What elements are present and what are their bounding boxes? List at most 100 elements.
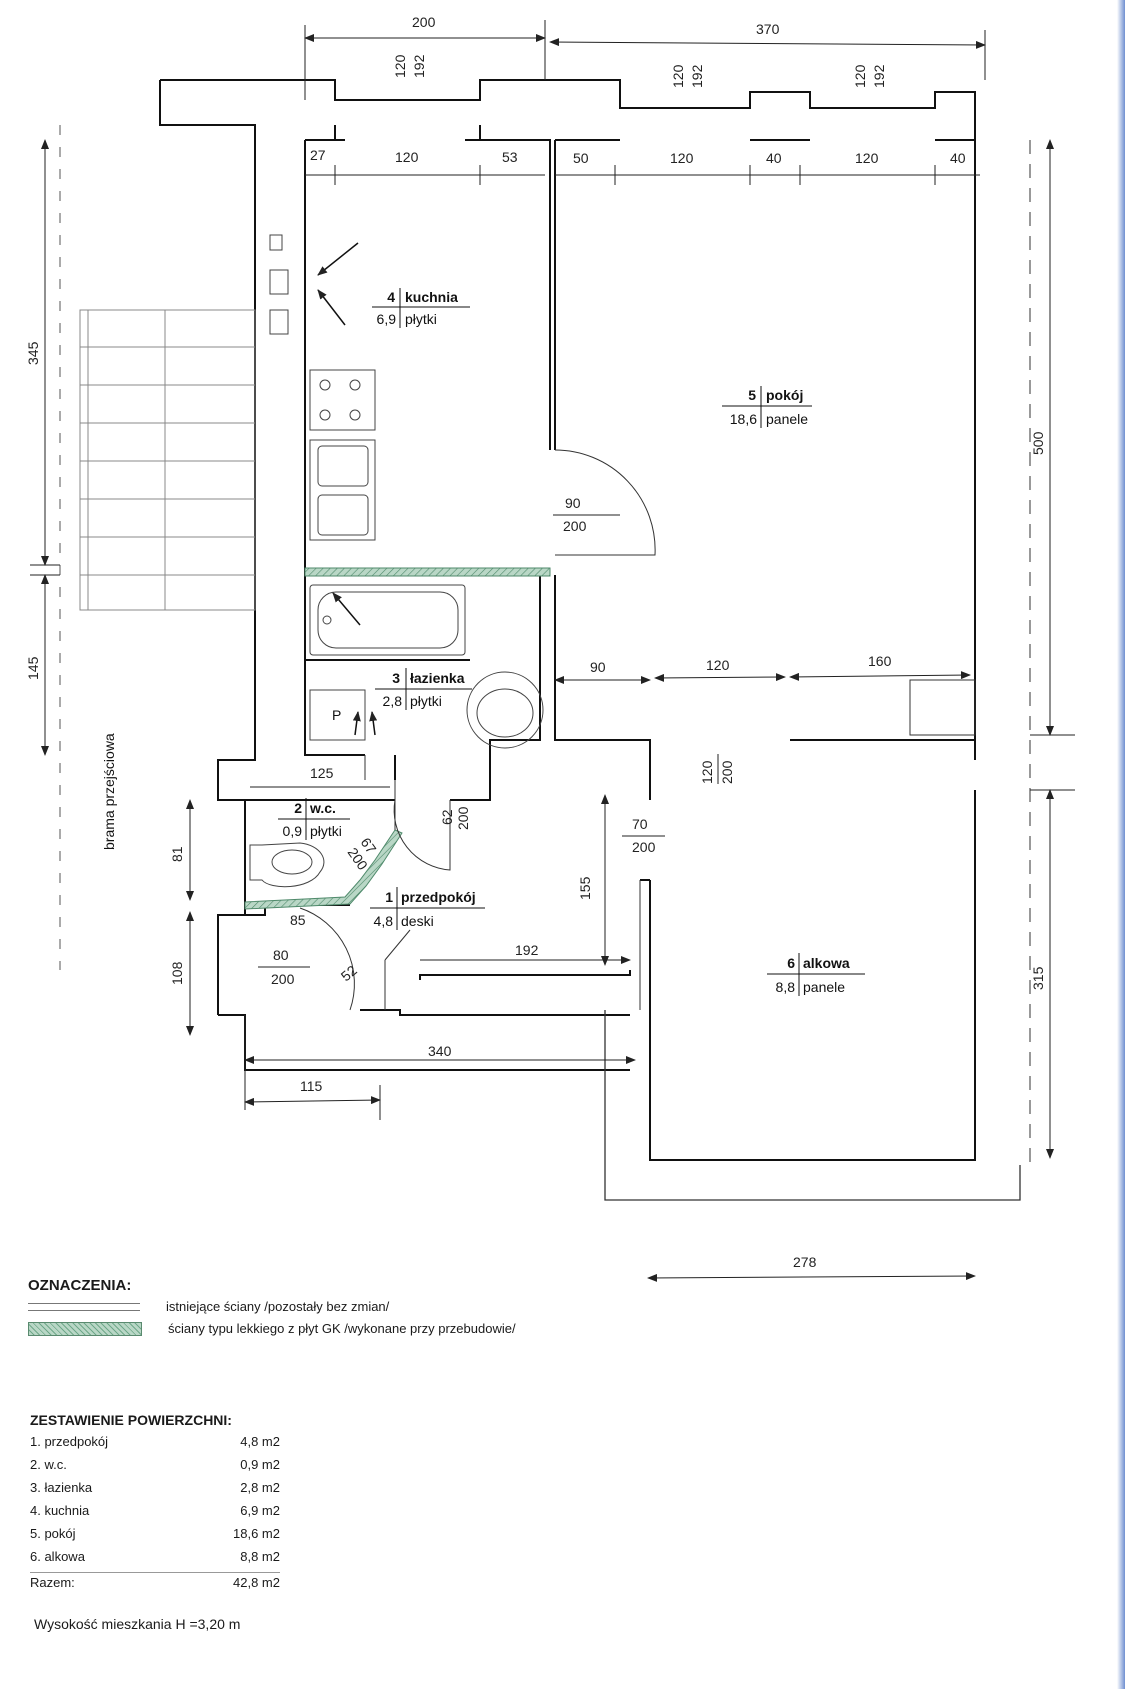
summary-row: 4. kuchnia 6,9 m2 xyxy=(30,1503,280,1526)
dim-room-120b: 120 xyxy=(855,150,879,166)
room-6-floor: panele xyxy=(803,979,845,995)
room-6-area: 8,8 xyxy=(776,979,796,995)
summary-row-value: 2,8 m2 xyxy=(240,1480,280,1495)
door-swings xyxy=(299,449,656,1011)
summary-total-value: 42,8 m2 xyxy=(233,1575,280,1590)
dim-120b: 120 xyxy=(670,64,686,88)
room-label-lazienka: 3 łazienka 2,8 płytki xyxy=(375,668,472,710)
summary-row-label: 3. łazienka xyxy=(30,1480,93,1495)
door-bath-height: 200 xyxy=(455,806,471,830)
room-5-floor: panele xyxy=(766,411,808,427)
opening-width: 120 xyxy=(699,760,715,784)
summary-row: 3. łazienka 2,8 m2 xyxy=(30,1480,280,1503)
room-1-area: 4,8 xyxy=(374,913,394,929)
opening-height: 200 xyxy=(719,760,735,784)
bathroom-fixtures xyxy=(309,584,544,749)
dim-27: 27 xyxy=(310,147,326,163)
dim-200: 200 xyxy=(412,14,436,30)
summary-row-label: 2. w.c. xyxy=(30,1457,67,1472)
room-5-number: 5 xyxy=(748,387,756,403)
room-1-number: 1 xyxy=(385,889,393,905)
page-edge-shadow xyxy=(1117,0,1125,1689)
dim-90: 90 xyxy=(590,659,606,675)
dim-278: 278 xyxy=(793,1254,817,1270)
door-room-width: 90 xyxy=(565,495,581,511)
room-4-area: 6,9 xyxy=(377,311,397,327)
door-entrance-width: 80 xyxy=(273,947,289,963)
room-2-number: 2 xyxy=(294,800,302,816)
room-3-number: 3 xyxy=(392,670,400,686)
summary-row-value: 0,9 m2 xyxy=(240,1457,280,1472)
summary-row-label: 4. kuchnia xyxy=(30,1503,90,1518)
summary-row: 2. w.c. 0,9 m2 xyxy=(30,1457,280,1480)
summary-total-label: Razem: xyxy=(30,1575,75,1590)
dim-192b: 192 xyxy=(689,64,705,88)
room-4-name: kuchnia xyxy=(405,289,458,305)
dim-40b: 40 xyxy=(950,150,966,166)
floor-plan: P xyxy=(25,14,1075,1282)
dimension-lines xyxy=(30,20,1075,1282)
dim-192c: 192 xyxy=(871,64,887,88)
gk-walls xyxy=(244,567,551,910)
chimney-label: P xyxy=(332,707,341,723)
wc-fixture xyxy=(249,842,325,888)
dim-room-120a: 120 xyxy=(670,150,694,166)
room-label-alkowa: 6 alkowa 8,8 panele xyxy=(767,953,865,996)
room-3-floor: płytki xyxy=(410,693,442,709)
gate-label: brama przejściowa xyxy=(101,733,117,850)
height-note: Wysokość mieszkania H =3,20 m xyxy=(34,1616,241,1632)
legend-existing-text: istniejące ściany /pozostały bez zmian/ xyxy=(166,1299,390,1314)
room-label-pokoj: 5 pokój 18,6 panele xyxy=(722,386,812,428)
dim-40a: 40 xyxy=(766,150,782,166)
room-6-number: 6 xyxy=(787,955,795,971)
dim-125: 125 xyxy=(310,765,334,781)
room-label-wc: 2 w.c. 0,9 płytki xyxy=(278,798,350,840)
legend-gk: ściany typu lekkiego z płyt GK /wykonane… xyxy=(28,1321,516,1336)
door-room-height: 200 xyxy=(563,518,587,534)
room-6-name: alkowa xyxy=(803,955,850,971)
kitchen-fixtures xyxy=(269,234,376,541)
legend-existing: istniejące ściany /pozostały bez zmian/ xyxy=(28,1299,389,1314)
existing-walls xyxy=(159,79,976,1161)
summary-row: 1. przedpokój 4,8 m2 xyxy=(30,1434,280,1457)
dim-108: 108 xyxy=(169,961,185,985)
room-4-number: 4 xyxy=(387,289,395,305)
summary-title: ZESTAWIENIE POWIERZCHNI: xyxy=(30,1412,232,1428)
dim-81: 81 xyxy=(169,846,185,862)
boiler-box xyxy=(909,679,976,736)
room-4-floor: płytki xyxy=(405,311,437,327)
room-2-name: w.c. xyxy=(309,800,336,816)
room-5-area: 18,6 xyxy=(730,411,757,427)
room-3-name: łazienka xyxy=(410,670,465,686)
dim-340: 340 xyxy=(428,1043,452,1059)
dim-120a: 120 xyxy=(392,54,408,78)
dim-85: 85 xyxy=(290,912,306,928)
dim-345: 345 xyxy=(25,341,41,365)
alcove-dashed-outline xyxy=(604,1010,1021,1201)
summary-row-label: 1. przedpokój xyxy=(30,1434,109,1449)
dim-115: 115 xyxy=(300,1078,323,1094)
room-label-przedpokoj: 1 przedpokój 4,8 deski xyxy=(370,887,485,930)
dim-315: 315 xyxy=(1030,966,1046,990)
summary-total-row: Razem: 42,8 m2 xyxy=(30,1572,280,1598)
dim-53: 53 xyxy=(502,149,518,165)
summary-row-value: 6,9 m2 xyxy=(240,1503,280,1518)
existing-wall-symbol xyxy=(28,1302,140,1311)
dim-52: 52 xyxy=(338,962,360,984)
dim-192a: 192 xyxy=(411,54,427,78)
dim-145: 145 xyxy=(25,656,41,680)
dim-kitchen-120: 120 xyxy=(395,149,419,165)
legend-gk-text: ściany typu lekkiego z płyt GK /wykonane… xyxy=(168,1321,516,1336)
dim-155: 155 xyxy=(577,876,593,900)
summary-row: 5. pokój 18,6 m2 xyxy=(30,1526,280,1549)
door-entrance-height: 200 xyxy=(271,971,295,987)
dim-192-inner: 192 xyxy=(515,942,539,958)
staircase xyxy=(79,309,256,611)
room-label-kitchen: 4 kuchnia 6,9 płytki xyxy=(372,288,470,328)
dim-500: 500 xyxy=(1030,431,1046,455)
dim-50: 50 xyxy=(573,150,589,166)
summary-row-value: 4,8 m2 xyxy=(240,1434,280,1449)
summary-row: 6. alkowa 8,8 m2 xyxy=(30,1549,280,1572)
room-3-area: 2,8 xyxy=(383,693,403,709)
dim-160: 160 xyxy=(868,653,892,669)
